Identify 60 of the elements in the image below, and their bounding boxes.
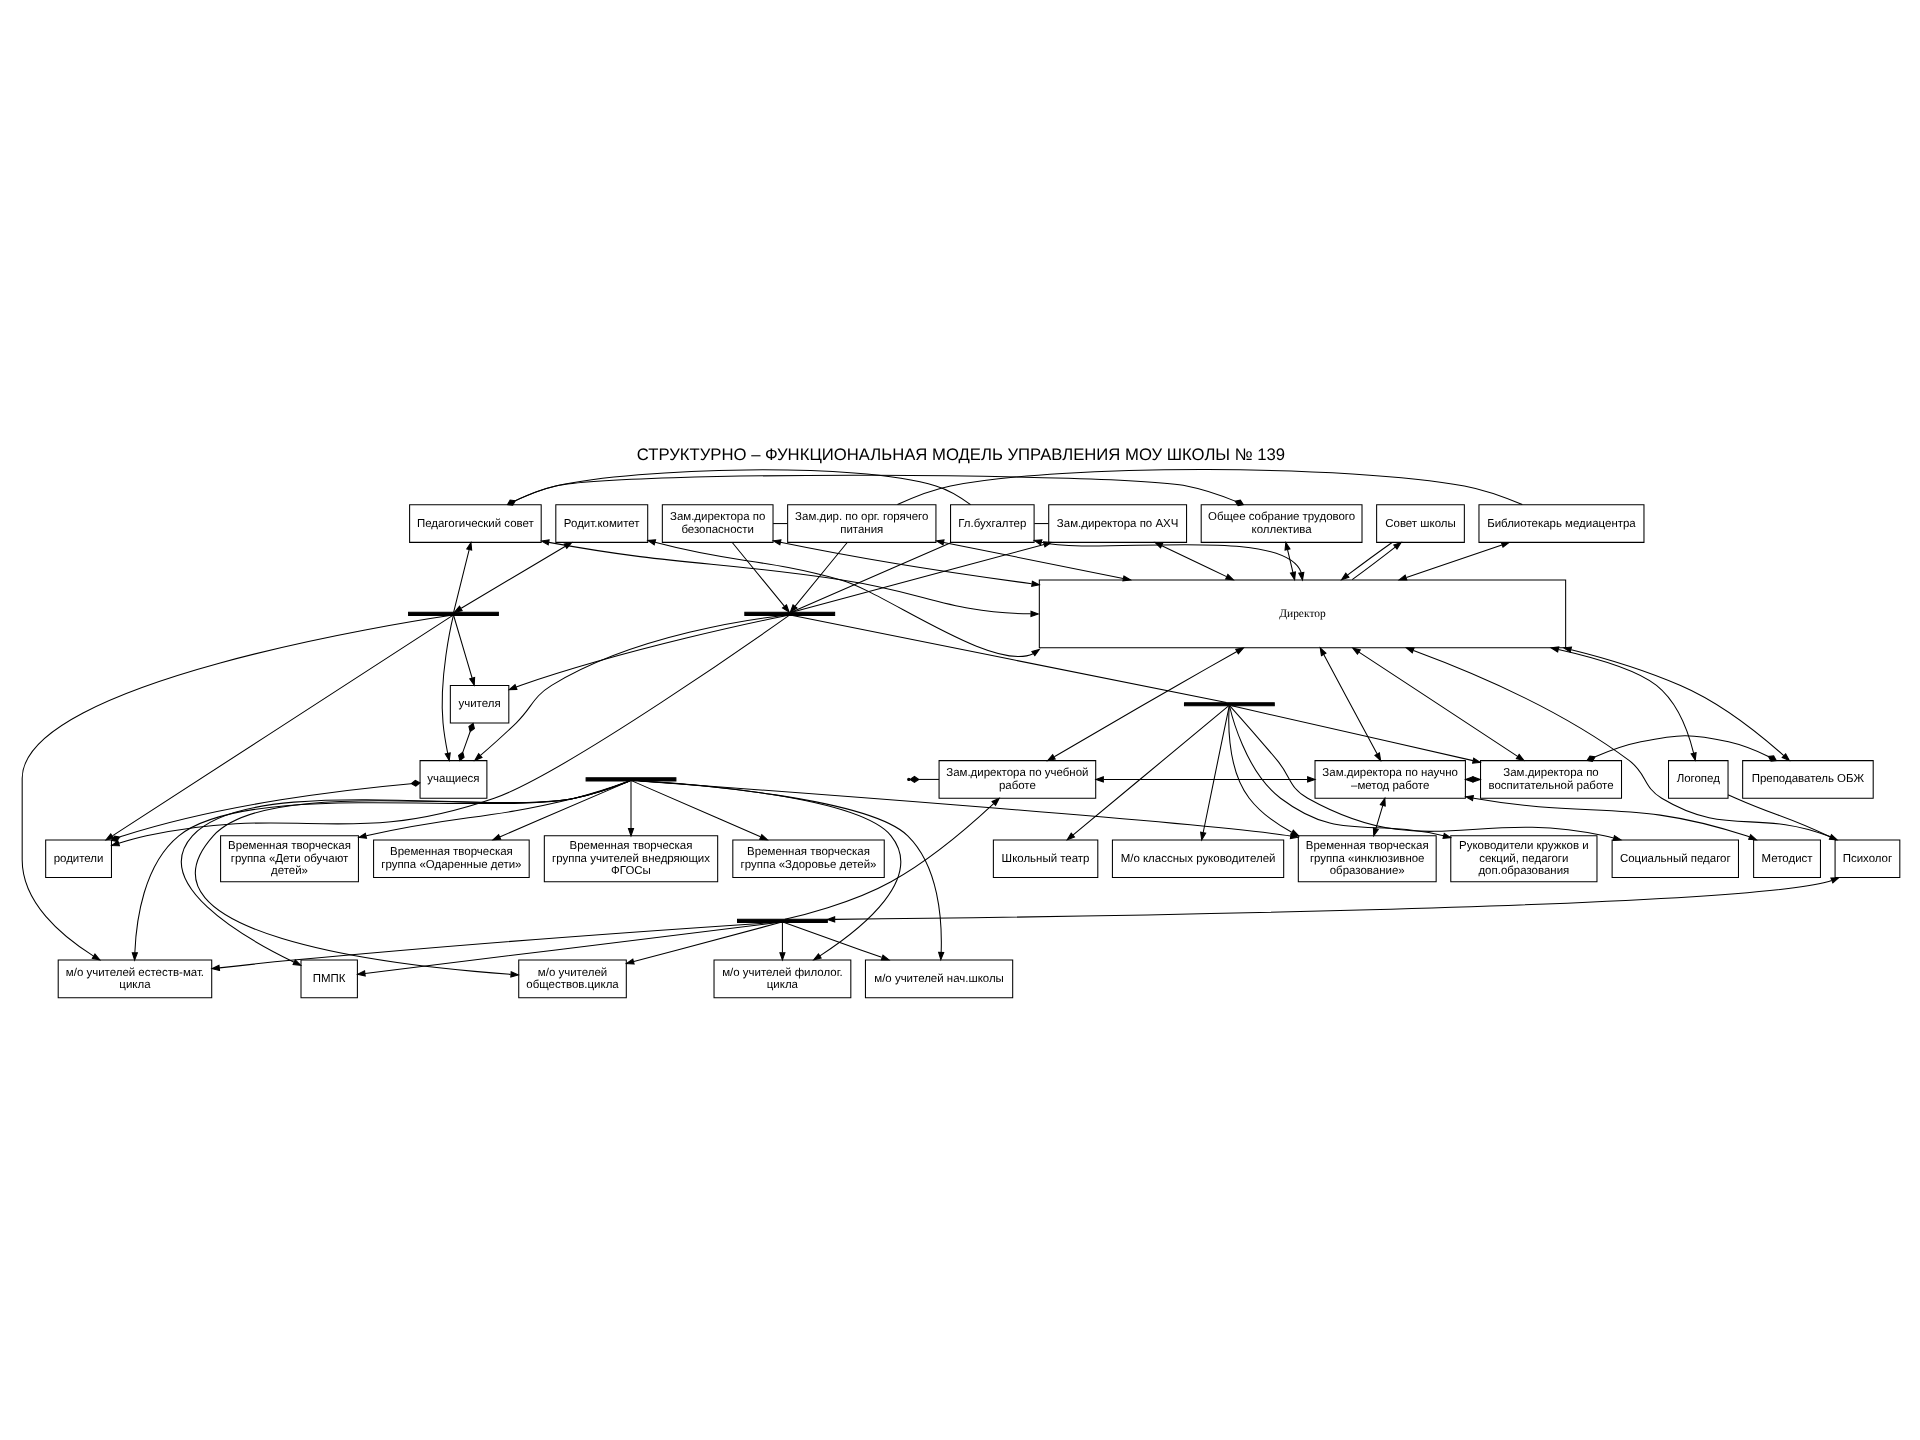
connector: [771, 523, 787, 525]
arrow: [452, 615, 475, 687]
arrow: [1339, 541, 1392, 581]
arrow: [1045, 647, 1244, 762]
arrow: [109, 615, 789, 847]
arrow: [103, 615, 452, 841]
connector: [1585, 735, 1777, 762]
arrow: [623, 922, 780, 965]
arrow: [1065, 705, 1229, 841]
arrow: [1152, 541, 1234, 581]
arrow: [20, 614, 450, 961]
arrow: [933, 539, 1132, 582]
connector: [1032, 523, 1048, 525]
arrow: [1350, 541, 1402, 581]
arrow: [355, 922, 778, 977]
arrow: [472, 614, 784, 762]
arrow: [1396, 541, 1510, 581]
arrow: [824, 877, 1840, 923]
arrow: [770, 539, 1040, 587]
arrow: [626, 780, 634, 838]
arrow: [1371, 796, 1385, 838]
arrow: [1230, 705, 1481, 764]
arrow: [1548, 646, 1696, 762]
arrow: [538, 539, 1039, 618]
connector: [791, 615, 1226, 704]
arrow: [452, 541, 573, 613]
arrow: [788, 541, 847, 614]
connector: [895, 469, 1522, 506]
arrow: [1093, 776, 1316, 783]
arrow: [790, 541, 1052, 613]
arrow: [1463, 794, 1757, 841]
diagram-title: СТРУКТУРНО – ФУНКЦИОНАЛЬНАЯ МОДЕЛЬ УПРАВЛЕНИЯ МОУ ШКОЛЫ № 139: [635, 443, 1285, 464]
arrow: [1350, 647, 1525, 762]
arrow: [1283, 540, 1296, 582]
arrow: [783, 797, 1000, 920]
node-bar: [584, 777, 676, 782]
node-bar: [736, 918, 827, 923]
arrow: [1031, 539, 1304, 582]
connector: [917, 778, 939, 780]
node-bar: [743, 611, 835, 616]
arrow: [645, 539, 1040, 658]
connector: [457, 722, 474, 762]
arrow: [782, 922, 890, 961]
arrow: [506, 614, 787, 691]
arrow: [1199, 705, 1229, 842]
arrow: [452, 540, 472, 613]
connector: [789, 541, 951, 613]
arrow: [1227, 705, 1300, 837]
arrow: [1561, 646, 1790, 762]
arrow: [730, 541, 790, 614]
arrow: [631, 780, 768, 841]
arrow: [356, 780, 629, 839]
arrow: [1318, 646, 1381, 762]
arrow: [440, 615, 453, 763]
node-bar: [1182, 702, 1274, 707]
connector: [109, 779, 420, 843]
arrow: [778, 922, 785, 962]
arrow: [490, 780, 629, 841]
node-bar: [407, 611, 498, 616]
arrow: [209, 921, 774, 972]
